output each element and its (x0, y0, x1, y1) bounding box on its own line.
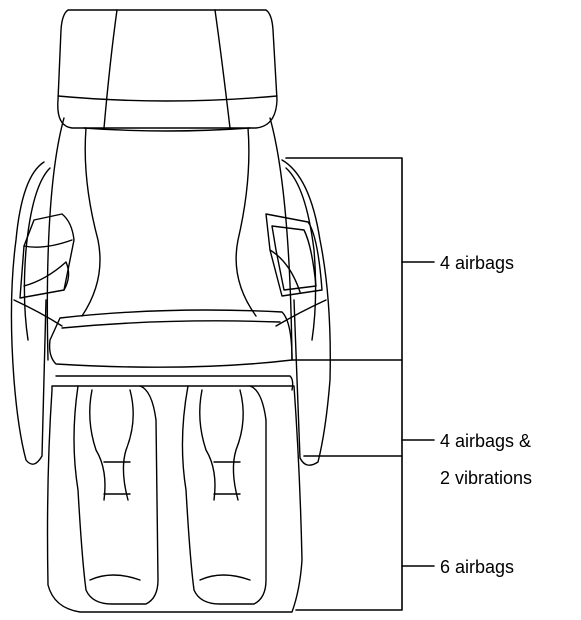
lower-zone-label: 6 airbags (440, 557, 514, 577)
bracket-lower (296, 456, 402, 610)
headrest (58, 10, 277, 128)
backrest (47, 118, 292, 360)
upper-zone-label: 4 airbags (440, 253, 514, 273)
bracket-upper (286, 158, 402, 360)
middle-zone-label-line2: 2 vibrations (440, 468, 532, 488)
seat-cushion (50, 310, 292, 367)
middle-zone-label-line1: 4 airbags & (440, 431, 531, 451)
leg-rest (48, 376, 303, 612)
right-armrest (266, 160, 330, 465)
bracket-middle (304, 360, 402, 456)
left-armrest (11, 162, 74, 464)
zone-brackets (286, 158, 434, 610)
